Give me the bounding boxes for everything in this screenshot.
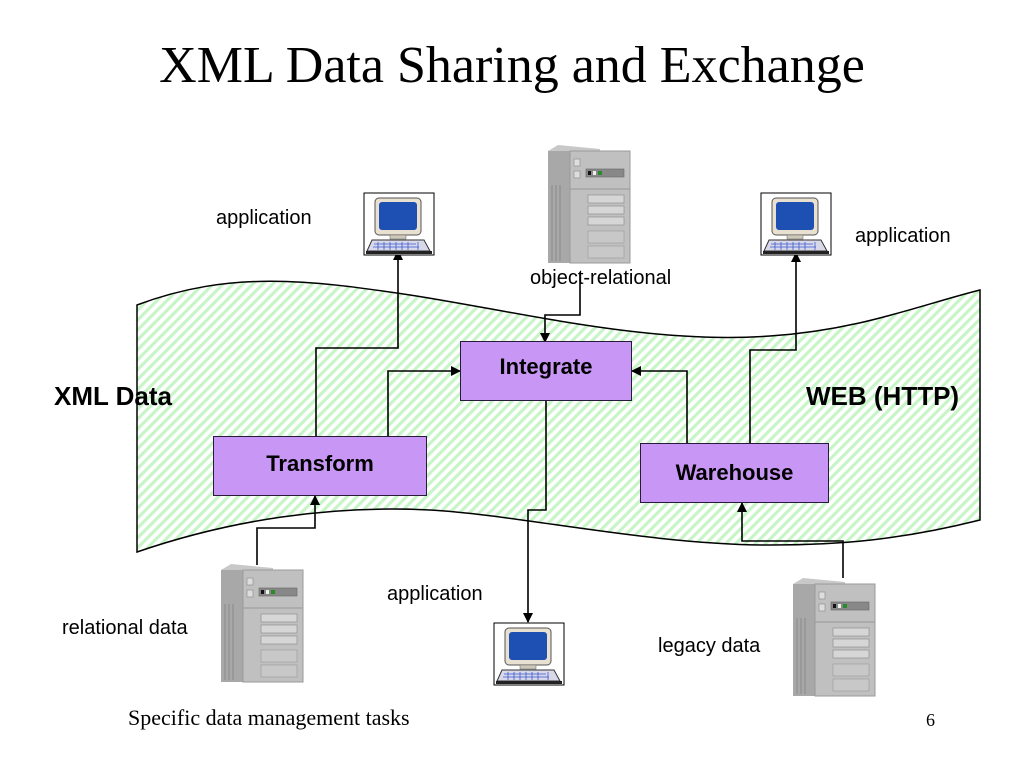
integrate-box: Integrate xyxy=(460,341,632,401)
app-top-right-label: application xyxy=(855,225,951,247)
edge-integrate-to-app xyxy=(523,401,547,623)
computer-icon xyxy=(493,622,565,686)
web-http-label: WEB (HTTP) xyxy=(806,381,960,411)
edge-transform-to-app xyxy=(315,250,403,436)
object-relational-label: object-relational xyxy=(530,267,672,289)
web-band xyxy=(136,280,981,554)
transform-box: Transform xyxy=(213,436,427,496)
edge-warehouse-to-integrate xyxy=(631,366,688,444)
edge-legacy-to-warehouse xyxy=(737,502,844,578)
warehouse-box: Warehouse xyxy=(640,443,829,503)
computer-icon xyxy=(760,192,832,256)
warehouse-label: Warehouse xyxy=(675,460,794,485)
xml-data-label: XML Data xyxy=(54,381,172,411)
edge-transform-to-integrate xyxy=(387,366,461,436)
integrate-label: Integrate xyxy=(499,354,593,379)
server-icon xyxy=(220,563,304,683)
edge-warehouse-to-app xyxy=(749,252,801,444)
transform-label: Transform xyxy=(266,451,374,476)
page-number: 6 xyxy=(926,710,935,730)
slide-title: XML Data Sharing and Exchange xyxy=(159,37,865,94)
edge-objrel-to-integrate xyxy=(540,272,581,343)
relational-data-label: relational data xyxy=(62,617,188,639)
computer-icon xyxy=(363,192,435,256)
app-bottom-label: application xyxy=(387,583,483,605)
server-icon xyxy=(792,577,876,697)
slide-footer: Specific data management tasks xyxy=(128,705,410,730)
legacy-data-label: legacy data xyxy=(658,635,761,657)
app-top-left-label: application xyxy=(216,207,312,229)
edge-relational-to-transform xyxy=(256,495,320,565)
server-icon xyxy=(547,144,631,264)
